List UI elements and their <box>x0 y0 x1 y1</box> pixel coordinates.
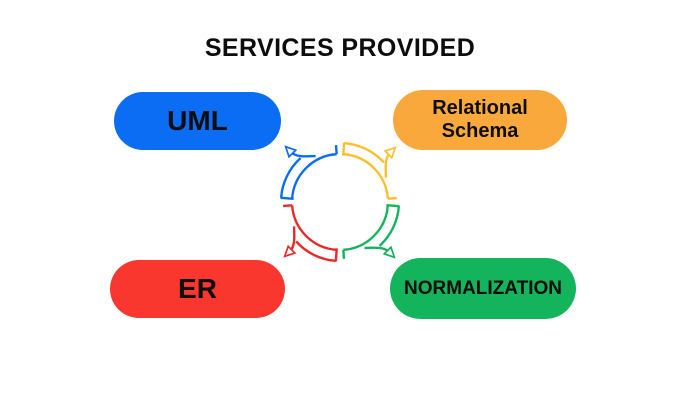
pill-relational-schema-label: Schema <box>441 120 519 142</box>
arrow-bottom-left-tail-cap <box>334 248 338 262</box>
diagram-title: SERVICES PROVIDED <box>204 34 476 62</box>
arrow-top-right-tail-cap <box>342 142 346 156</box>
arrow-top-left-tail-cap <box>280 196 294 200</box>
arrow-bottom-right-tail-cap <box>386 204 400 208</box>
arrow-bottom-right-inner-arc <box>343 205 390 252</box>
arrow-top-right <box>342 141 397 200</box>
arrow-top-left-outer-arc <box>279 157 302 198</box>
pill-relational-schema-label: Relational <box>432 97 528 119</box>
pill-normalization-label: NORMALIZATION <box>404 277 562 299</box>
arrow-top-left-pointer <box>291 152 316 156</box>
arrow-top-right-inner-arc <box>343 152 390 199</box>
arrow-bottom-left-outer-arc <box>295 240 336 263</box>
pill-uml-label: UML <box>167 104 228 136</box>
arrow-top-right-lead-stub <box>387 196 397 200</box>
arrow-bottom-left-pointer <box>290 226 294 251</box>
arrow-top-right-pointer <box>386 153 390 178</box>
pill-uml: UML <box>114 92 281 150</box>
arrow-bottom-left-inner-arc <box>290 205 337 252</box>
pill-normalization: NORMALIZATION <box>390 258 576 319</box>
arrow-bottom-right-outer-arc <box>378 206 401 247</box>
arrow-top-left <box>279 145 338 200</box>
pill-er-label: ER <box>178 272 217 304</box>
arrow-bottom-right-lead-stub <box>342 249 346 259</box>
arrow-top-right-outer-arc <box>344 141 385 164</box>
arrow-bottom-left <box>283 204 338 263</box>
arrow-bottom-right <box>342 204 401 259</box>
arrow-top-left-inner-arc <box>290 152 337 199</box>
arrow-bottom-left-lead-stub <box>283 204 293 208</box>
arrow-bottom-right-pointer <box>364 248 389 252</box>
arrow-top-left-lead-stub <box>334 145 338 155</box>
pill-er: ER <box>110 260 285 318</box>
